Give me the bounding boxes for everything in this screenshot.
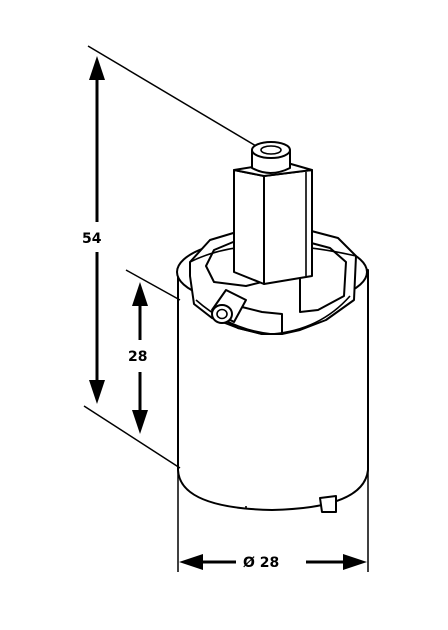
arrowhead-down: [89, 380, 105, 404]
stem-tip: [251, 141, 291, 174]
dimension-diameter: Ø 28: [179, 554, 367, 571]
arrowhead-right: [343, 554, 367, 570]
side-nub: [211, 289, 247, 324]
extension-lines: [83, 45, 369, 572]
dimension-label-body-height: 28: [128, 349, 147, 365]
dimension-total-height: 54: [82, 56, 105, 404]
dimension-label-total-height: 54: [82, 231, 102, 247]
arrowhead-up: [132, 282, 148, 306]
cartridge-body: [177, 269, 369, 513]
arrowhead-left: [179, 554, 203, 570]
dimension-label-diameter: Ø 28: [243, 555, 279, 571]
bottom-pin: [319, 495, 337, 513]
arrowhead-up: [89, 56, 105, 80]
square-spindle: [233, 161, 313, 285]
arrowhead-down: [132, 410, 148, 434]
dimension-body-height: 28: [128, 282, 148, 434]
